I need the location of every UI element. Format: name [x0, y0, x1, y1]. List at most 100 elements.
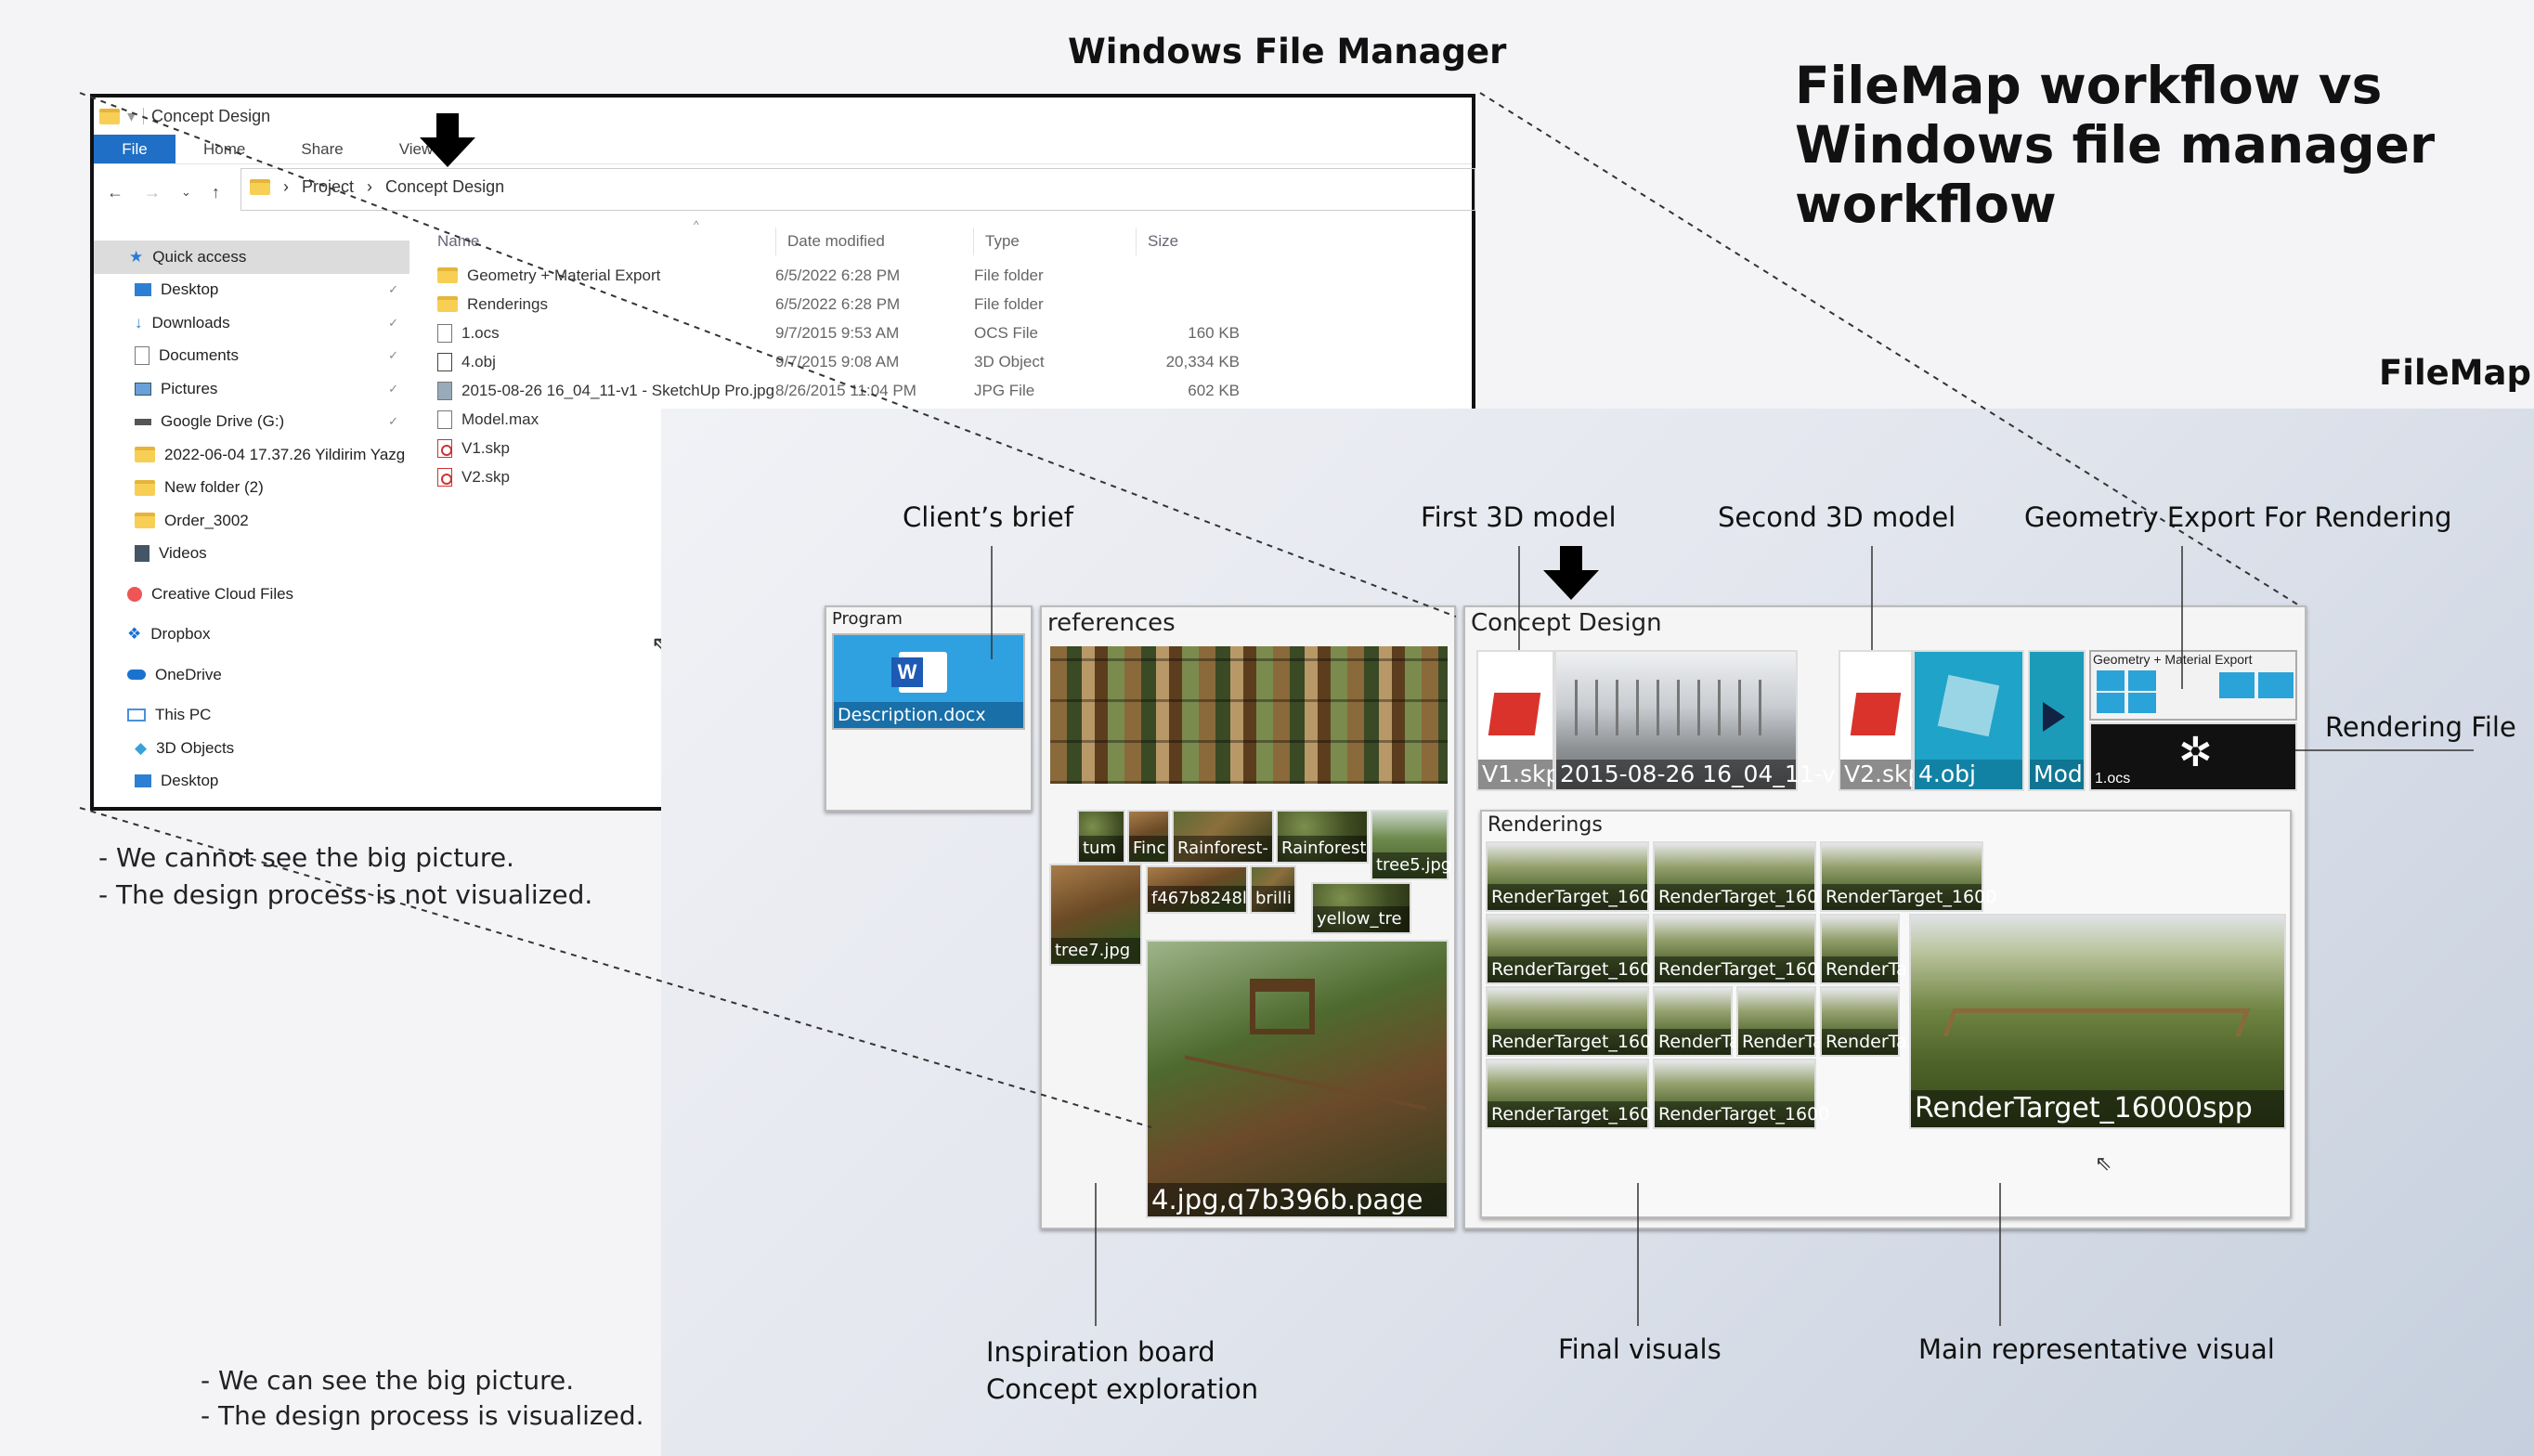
render-tile[interactable]: RenderTa — [1653, 986, 1740, 1057]
max-file-tile[interactable]: Mod — [2028, 650, 2086, 791]
reference-tile[interactable]: Rainforest — [1276, 810, 1369, 864]
sidebar-item-videos[interactable]: Videos — [94, 538, 409, 571]
filemap-label: FileMap — [2379, 353, 2532, 393]
sidebar-item-onedrive[interactable]: OneDrive — [94, 658, 409, 692]
cube-icon: ◆ — [135, 738, 148, 757]
main-render-tile[interactable]: RenderTarget_16000spp — [1909, 914, 2286, 1129]
render-tile[interactable]: RenderTarget_1600 — [1486, 841, 1662, 912]
skp-file-tile[interactable]: V2.skp — [1839, 650, 1922, 791]
sidebar-item-dropbox[interactable]: ❖Dropbox — [127, 625, 211, 644]
column-size[interactable]: Size — [1148, 232, 1179, 250]
render-tile[interactable]: RenderTarget_1600 — [1653, 914, 1829, 984]
panel-title: references — [1047, 609, 1176, 637]
obj-file-tile[interactable]: 4.obj — [1913, 650, 2024, 791]
geometry-folder-tile[interactable]: Geometry + Material Export — [2089, 650, 2297, 721]
windows-file-manager-label: Windows File Manager — [1068, 32, 1507, 72]
reference-main-tile[interactable]: 4.jpg,q7b396b.page — [1146, 940, 1449, 1218]
ribbon-home-tab[interactable]: Home — [203, 139, 246, 158]
reference-tile[interactable]: f467b8248l — [1146, 865, 1248, 914]
back-arrow-icon[interactable]: ← — [107, 182, 123, 202]
pin-icon[interactable]: ✓ — [388, 315, 398, 330]
render-tile[interactable]: RenderTa — [1736, 986, 1824, 1057]
render-tile[interactable]: RenderTa — [1820, 914, 1907, 984]
sidebar-item-new-folder[interactable]: New folder (2) — [94, 472, 409, 505]
ribbon-share-tab[interactable]: Share — [301, 139, 344, 158]
file-row[interactable]: V1.skp — [419, 434, 1477, 462]
render-tile[interactable]: RenderTarget_1600 — [1653, 841, 1829, 912]
pictures-icon — [135, 382, 151, 396]
column-type[interactable]: Type — [985, 232, 1020, 250]
sidebar-item-this-pc[interactable]: This PC — [94, 699, 409, 733]
star-icon: ★ — [129, 247, 144, 266]
file-row[interactable]: V2.skp — [419, 462, 1477, 491]
reference-tile[interactable]: brilli — [1250, 865, 1296, 914]
explorer-notes: - We cannot see the big picture. - The d… — [98, 842, 593, 910]
obj-icon — [2097, 670, 2125, 691]
concept-design-panel[interactable]: Concept Design V1.skp 2015-08-26 16_04_1… — [1463, 605, 2307, 1229]
ribbon-view-tab[interactable]: View — [398, 139, 434, 158]
file-row[interactable]: Model.max — [419, 405, 1477, 434]
reference-tile[interactable]: tree7.jpg — [1049, 864, 1142, 966]
forward-arrow-icon[interactable]: → — [144, 182, 161, 202]
column-name[interactable]: Name — [437, 232, 480, 250]
sidebar-item-desktop-pc[interactable]: Desktop — [94, 765, 409, 799]
pin-icon[interactable]: ✓ — [388, 348, 398, 363]
address-bar[interactable] — [240, 168, 1475, 211]
model-screenshot-tile[interactable]: 2015-08-26 16_04_11-v — [1554, 650, 1836, 791]
render-tile[interactable]: RenderTarget_1600 — [1486, 914, 1662, 984]
sidebar-item-downloads[interactable]: ↓Downloads✓ — [135, 313, 398, 332]
folder-icon — [135, 447, 155, 463]
file-row[interactable]: 2015-08-26 16_04_11-v1 - SketchUp Pro.jp… — [419, 376, 1477, 405]
reference-tile[interactable]: tree5.jpg — [1371, 810, 1451, 880]
file-list-header: Name Date modified Type Size — [419, 222, 1477, 261]
pdf-icon — [437, 467, 452, 487]
render-tile[interactable]: RenderTarget_1600 — [1486, 1059, 1662, 1129]
references-panel[interactable]: references tum Finc Rainforest- Rainfore… — [1040, 605, 1456, 1229]
reference-thumbnail-grid[interactable] — [1050, 646, 1448, 784]
pin-icon[interactable]: ✓ — [388, 414, 398, 429]
folder-icon — [135, 513, 155, 529]
octane-icon: ✲ — [2178, 730, 2213, 775]
renderings-panel[interactable]: Renderings RenderTarget_1600 RenderTarge… — [1480, 810, 2292, 1218]
sidebar-item-google-drive[interactable]: Google Drive (G:)✓ — [94, 406, 409, 439]
ribbon-file-tab[interactable]: File — [94, 135, 175, 163]
tile-caption: Description.docx — [834, 702, 1023, 728]
render-tile[interactable]: RenderTarget_1600 — [1820, 841, 1996, 912]
reference-tile[interactable]: tum — [1077, 810, 1125, 864]
chevron-right-icon: › — [283, 177, 289, 196]
docx-file-tile[interactable]: W Description.docx — [832, 633, 1025, 730]
sidebar-item-pictures[interactable]: Pictures✓ — [94, 372, 409, 406]
sidebar-item-creative-cloud[interactable]: Creative Cloud Files — [94, 578, 409, 611]
folder-icon — [437, 296, 458, 312]
sidebar-item-desktop[interactable]: Desktop✓ — [94, 274, 409, 307]
sort-caret-icon: ^ — [694, 218, 699, 231]
skp-file-tile[interactable]: V1.skp — [1476, 650, 1560, 791]
pin-icon[interactable]: ✓ — [388, 282, 398, 297]
reference-tile[interactable]: Rainforest- — [1172, 810, 1274, 864]
reference-tile[interactable]: yellow_tre — [1311, 882, 1411, 934]
column-date[interactable]: Date modified — [787, 232, 885, 250]
onedrive-icon — [127, 670, 146, 681]
program-panel[interactable]: Program W Description.docx — [825, 605, 1033, 812]
breadcrumb-concept-design[interactable]: Concept Design — [385, 177, 505, 196]
pin-icon[interactable]: ✓ — [388, 381, 398, 396]
sidebar-item-3d-objects[interactable]: ◆3D Objects — [135, 738, 235, 757]
sidebar-item-documents[interactable]: Documents✓ — [94, 340, 409, 373]
render-tile[interactable]: RenderTarget_1600 — [1653, 1059, 1829, 1129]
render-tile[interactable]: RenderTa — [1820, 986, 1907, 1057]
dashed-connector — [79, 807, 1152, 1128]
sidebar-item-folder[interactable]: 2022-06-04 17.37.26 Yildirim Yazg — [94, 438, 409, 472]
sidebar-item-quick-access[interactable]: ★Quick access — [94, 240, 409, 274]
reference-tile[interactable]: Finc — [1127, 810, 1170, 864]
quick-toolbar-icon[interactable]: ▾ — [127, 106, 136, 125]
recent-chevron-icon[interactable]: ⌄ — [181, 185, 191, 199]
render-tile[interactable]: RenderTarget_1600 — [1486, 986, 1662, 1057]
ocs-file-tile[interactable]: ✲ 1.ocs — [2089, 722, 2297, 791]
sidebar-item-order[interactable]: Order_3002 — [94, 504, 409, 538]
up-arrow-icon[interactable]: ↑ — [211, 182, 220, 202]
